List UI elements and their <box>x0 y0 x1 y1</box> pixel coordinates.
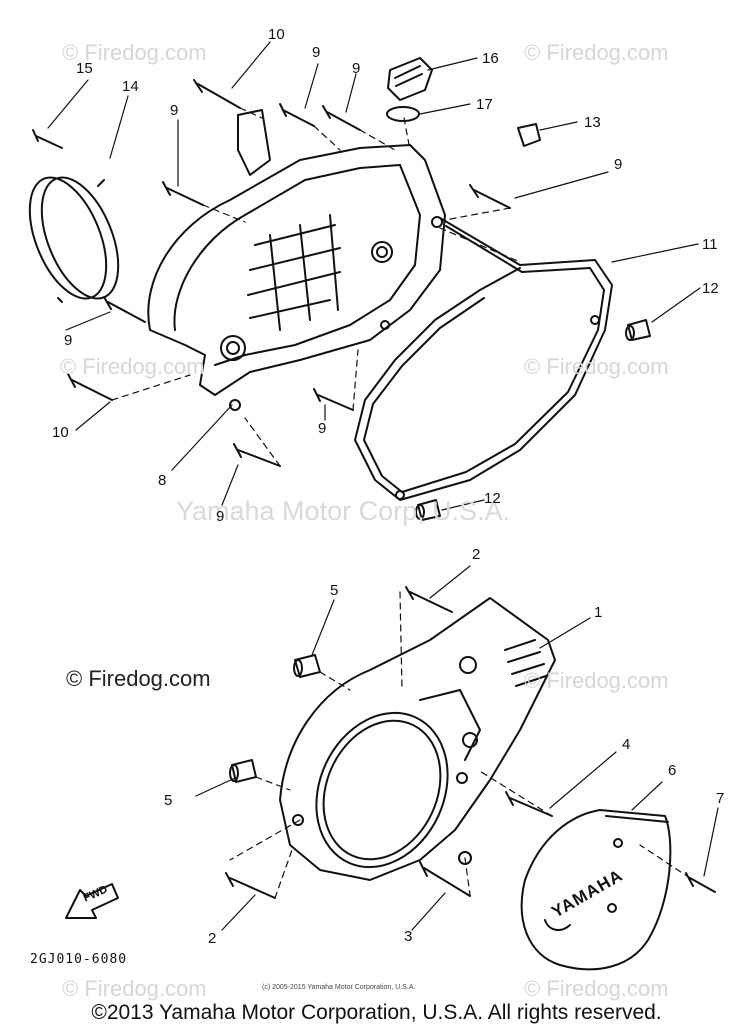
part-16-oil-filler-cap <box>387 57 433 101</box>
callout-8: 8 <box>158 472 167 489</box>
callout-9: 9 <box>352 60 361 77</box>
callout-5: 5 <box>164 792 173 809</box>
callout-4: 4 <box>622 736 631 753</box>
callout-9: 9 <box>216 508 225 525</box>
callout-7: 7 <box>716 790 725 807</box>
callout-12: 12 <box>484 490 501 507</box>
callout-15: 15 <box>76 60 93 77</box>
callout-6: 6 <box>668 762 677 779</box>
part-12-dowel-upper <box>625 319 651 341</box>
callout-2: 2 <box>208 930 217 947</box>
leader-lines-upper <box>47 41 701 511</box>
watermark-firedog: © Firedog.com <box>524 668 669 693</box>
callout-9: 9 <box>170 102 179 119</box>
callout-9: 9 <box>64 332 73 349</box>
watermark-firedog-dark: © Firedog.com <box>66 666 211 691</box>
small-copyright: (c) 2005-2015 Yamaha Motor Corporation, … <box>262 984 416 991</box>
callout-12: 12 <box>702 280 719 297</box>
callout-13: 13 <box>584 114 601 131</box>
bolts-upper <box>32 79 511 467</box>
callout-11: 11 <box>702 236 718 253</box>
watermark-firedog: © Firedog.com <box>60 354 205 379</box>
callout-14: 14 <box>122 78 139 95</box>
callout-10: 10 <box>52 424 69 441</box>
watermark-firedog: © Firedog.com <box>524 976 669 1001</box>
watermark-firedog: © Firedog.com <box>62 40 207 65</box>
watermark-yamaha: Yamaha Motor Corp, U.S.A. <box>176 496 511 526</box>
callout-10: 10 <box>268 26 285 43</box>
part-11-gasket <box>354 217 613 501</box>
part-6-yamaha-logo-cover <box>520 809 672 971</box>
part-13-cap <box>517 123 541 147</box>
callout-9: 9 <box>318 420 327 437</box>
part-1-crankcase-cover <box>279 597 556 881</box>
footer-copyright: ©2013 Yamaha Motor Corporation, U.S.A. A… <box>91 1001 662 1024</box>
part-12-dowel-lower <box>415 499 441 521</box>
watermark-firedog: © Firedog.com <box>524 40 669 65</box>
fwd-arrow-icon <box>65 883 119 919</box>
callout-2: 2 <box>472 546 481 563</box>
bolts-lower <box>225 586 716 899</box>
callout-16: 16 <box>482 50 499 67</box>
callout-9: 9 <box>614 156 623 173</box>
callout-17: 17 <box>476 96 493 113</box>
callout-1: 1 <box>594 604 603 621</box>
part-14-round-cover <box>28 176 120 303</box>
callout-3: 3 <box>404 928 413 945</box>
leader-lines-lower <box>195 565 719 931</box>
part-17-o-ring <box>386 106 420 122</box>
part-5-dowel-upper <box>293 654 321 678</box>
watermark-firedog: © Firedog.com <box>524 354 669 379</box>
callout-9: 9 <box>312 44 321 61</box>
callout-5: 5 <box>330 582 339 599</box>
part-8-crankcase-cover <box>147 109 446 411</box>
watermark-firedog: © Firedog.com <box>62 976 207 1001</box>
part-code: 2GJ010-6080 <box>30 952 128 967</box>
